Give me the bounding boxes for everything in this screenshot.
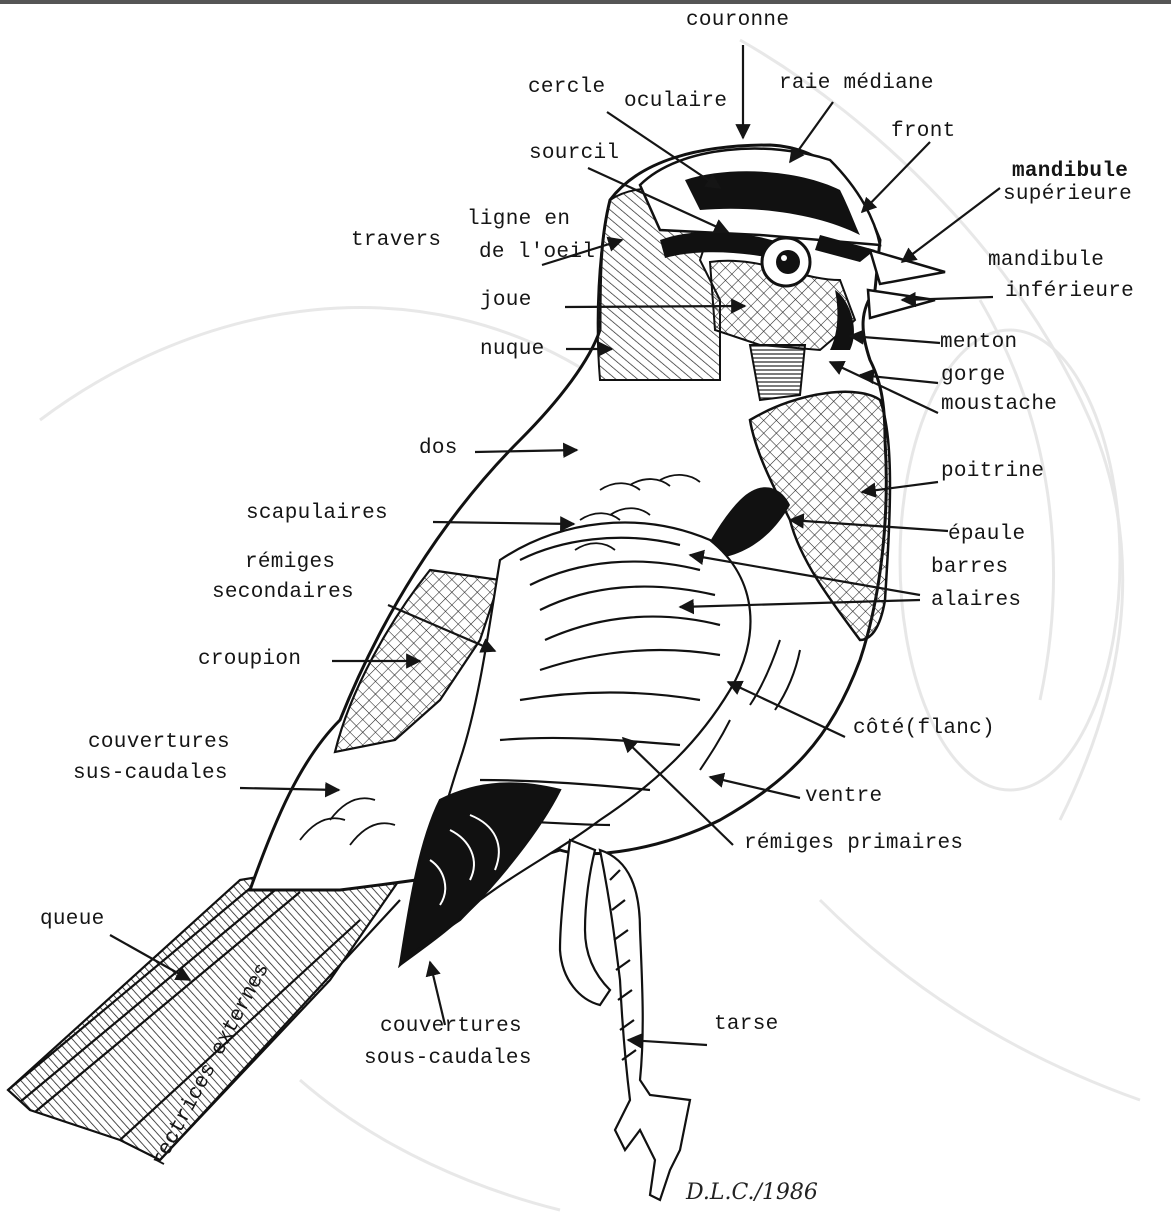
label-remiges-secondaires-2: secondaires bbox=[212, 581, 354, 604]
label-dos: dos bbox=[419, 437, 458, 460]
label-sourcil: sourcil bbox=[529, 142, 619, 165]
label-cercle: cercle bbox=[528, 76, 605, 99]
label-menton: menton bbox=[940, 331, 1017, 354]
label-couvertures-sus-caudales-1: couvertures bbox=[88, 731, 230, 754]
label-poitrine: poitrine bbox=[941, 460, 1044, 483]
label-croupion: croupion bbox=[198, 648, 301, 671]
label-ventre: ventre bbox=[805, 785, 882, 808]
label-queue: queue bbox=[40, 908, 105, 931]
label-mandibule-inferieure-1: mandibule bbox=[988, 249, 1104, 272]
label-raie-mediane: raie médiane bbox=[779, 72, 934, 95]
label-de-l-oeil: de l'oeil bbox=[479, 241, 595, 264]
beak-upper bbox=[870, 250, 945, 284]
label-ligne-en: ligne en bbox=[467, 208, 570, 231]
label-joue: joue bbox=[480, 289, 532, 312]
label-cote-flanc: côté(flanc) bbox=[853, 717, 995, 740]
leg bbox=[560, 840, 690, 1200]
label-remiges-primaires: rémiges primaires bbox=[744, 832, 963, 855]
label-mandibule-superieure-1: mandibule bbox=[1012, 160, 1128, 183]
label-couvertures-sus-caudales-2: sus-caudales bbox=[73, 762, 228, 785]
label-oculaire: oculaire bbox=[624, 90, 727, 113]
label-couvertures-sous-caudales-2: sous-caudales bbox=[364, 1047, 532, 1070]
label-couvertures-sous-caudales-1: couvertures bbox=[380, 1015, 522, 1038]
label-mandibule-inferieure-2: inférieure bbox=[1005, 280, 1134, 303]
label-tarse: tarse bbox=[714, 1013, 779, 1036]
label-barres-1: barres bbox=[931, 556, 1008, 579]
label-epaule: épaule bbox=[948, 523, 1025, 546]
label-couronne: couronne bbox=[686, 9, 789, 32]
tail bbox=[8, 850, 420, 1160]
label-moustache: moustache bbox=[941, 393, 1057, 416]
label-nuque: nuque bbox=[480, 338, 545, 361]
label-front: front bbox=[891, 120, 956, 143]
label-gorge: gorge bbox=[941, 364, 1006, 387]
label-mandibule-superieure-2: supérieure bbox=[1003, 183, 1132, 206]
label-travers: travers bbox=[351, 229, 441, 252]
beak-lower bbox=[868, 290, 935, 318]
artist-signature: D.L.C./1986 bbox=[686, 1180, 818, 1205]
label-barres-2: alaires bbox=[931, 589, 1021, 612]
label-scapulaires: scapulaires bbox=[246, 502, 388, 525]
label-remiges-secondaires-1: rémiges bbox=[245, 551, 335, 574]
throat bbox=[750, 345, 805, 400]
